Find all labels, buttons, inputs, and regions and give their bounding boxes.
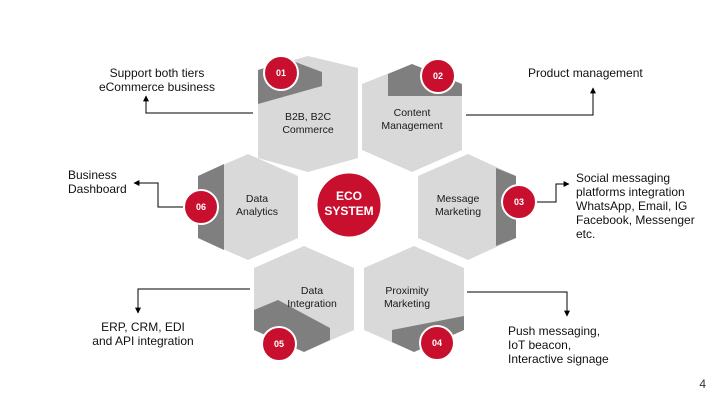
hex-02-badge	[420, 58, 456, 94]
hex-06-badge	[183, 189, 219, 225]
callout-01-line-1: Support both tiers	[109, 66, 205, 80]
hex-03-label-2: Marketing	[435, 206, 481, 218]
hex-03-badge	[501, 184, 537, 220]
callout-05-line-2: and API integration	[92, 334, 194, 348]
callout-03-line-4: Facebook, Messenger	[576, 213, 695, 227]
hex-03-shape	[418, 154, 516, 260]
callout-03-line-2: platforms integration	[576, 185, 685, 199]
connector-02	[466, 87, 596, 116]
callout-03-line-1: Social messaging	[576, 171, 671, 185]
connector-04	[467, 291, 570, 317]
hex-05-label-2: Integration	[287, 298, 337, 310]
hex-02: 02 Content Management	[362, 58, 462, 172]
hex-06: 06 Data Analytics	[183, 154, 298, 260]
center-label-2: SYSTEM	[324, 204, 373, 218]
hex-05-number: 05	[274, 339, 284, 349]
callout-03-line-3: WhatsApp, Email, IG	[576, 199, 688, 213]
callout-04: Push messaging, IoT beacon, Interactive …	[508, 324, 609, 366]
callout-04-line-1: Push messaging,	[508, 324, 601, 338]
hex-01-badge	[263, 55, 299, 91]
callout-03-line-5: etc.	[576, 227, 596, 241]
hex-05-shade	[254, 300, 330, 352]
hex-02-label-2: Management	[381, 120, 442, 132]
hex-02-number: 02	[433, 71, 443, 81]
hex-05-badge	[261, 326, 297, 362]
callout-04-line-2: IoT beacon,	[508, 338, 572, 352]
callout-05: ERP, CRM, EDI and API integration	[78, 320, 208, 348]
callout-02: Product management	[528, 66, 643, 80]
hex-01-number: 01	[276, 68, 286, 78]
hex-06-label-1: Data	[246, 193, 268, 205]
hex-04-label-2: Marketing	[384, 298, 430, 310]
hex-01-label-2: Commerce	[282, 124, 334, 136]
hex-04-number: 04	[432, 338, 442, 348]
callout-02-line-1: Product management	[528, 66, 643, 80]
callout-01: Support both tiers eCommerce business	[82, 66, 232, 94]
hex-06-number: 06	[196, 202, 206, 212]
hex-01: 01 B2B, B2C Commerce	[258, 55, 358, 172]
hex-01-label-1: B2B, B2C	[285, 111, 332, 123]
center-node: ECO SYSTEM	[314, 170, 384, 240]
connector-05	[135, 288, 250, 314]
hex-04-label-1: Proximity	[385, 285, 429, 297]
callout-06-line-1: Business	[68, 168, 117, 182]
hex-03: 03 Message Marketing	[418, 154, 537, 260]
center-label-1: ECO	[336, 189, 362, 203]
hex-03-number: 03	[514, 197, 524, 207]
connector-01	[143, 95, 253, 114]
callout-01-line-2: eCommerce business	[98, 80, 216, 94]
connector-06	[133, 180, 183, 208]
callout-04-line-3: Interactive signage	[508, 352, 609, 366]
hex-05-label-1: Data	[301, 285, 323, 297]
page-number: 4	[699, 377, 706, 391]
hex-06-label-2: Analytics	[236, 206, 278, 218]
callout-05-line-1: ERP, CRM, EDI	[101, 320, 185, 334]
hex-03-label-1: Message	[437, 193, 480, 205]
hex-02-label-1: Content	[394, 107, 431, 119]
hex-04: 04 Proximity Marketing	[364, 246, 464, 361]
callout-06-line-2: Dashboard	[68, 182, 127, 196]
callout-03: Social messaging platforms integration W…	[576, 171, 695, 241]
connector-03	[537, 181, 570, 203]
hex-05: 05 Data Integration	[254, 246, 354, 362]
callout-06: Business Dashboard	[68, 168, 127, 196]
hex-04-badge	[419, 325, 455, 361]
center-circle	[314, 170, 384, 240]
